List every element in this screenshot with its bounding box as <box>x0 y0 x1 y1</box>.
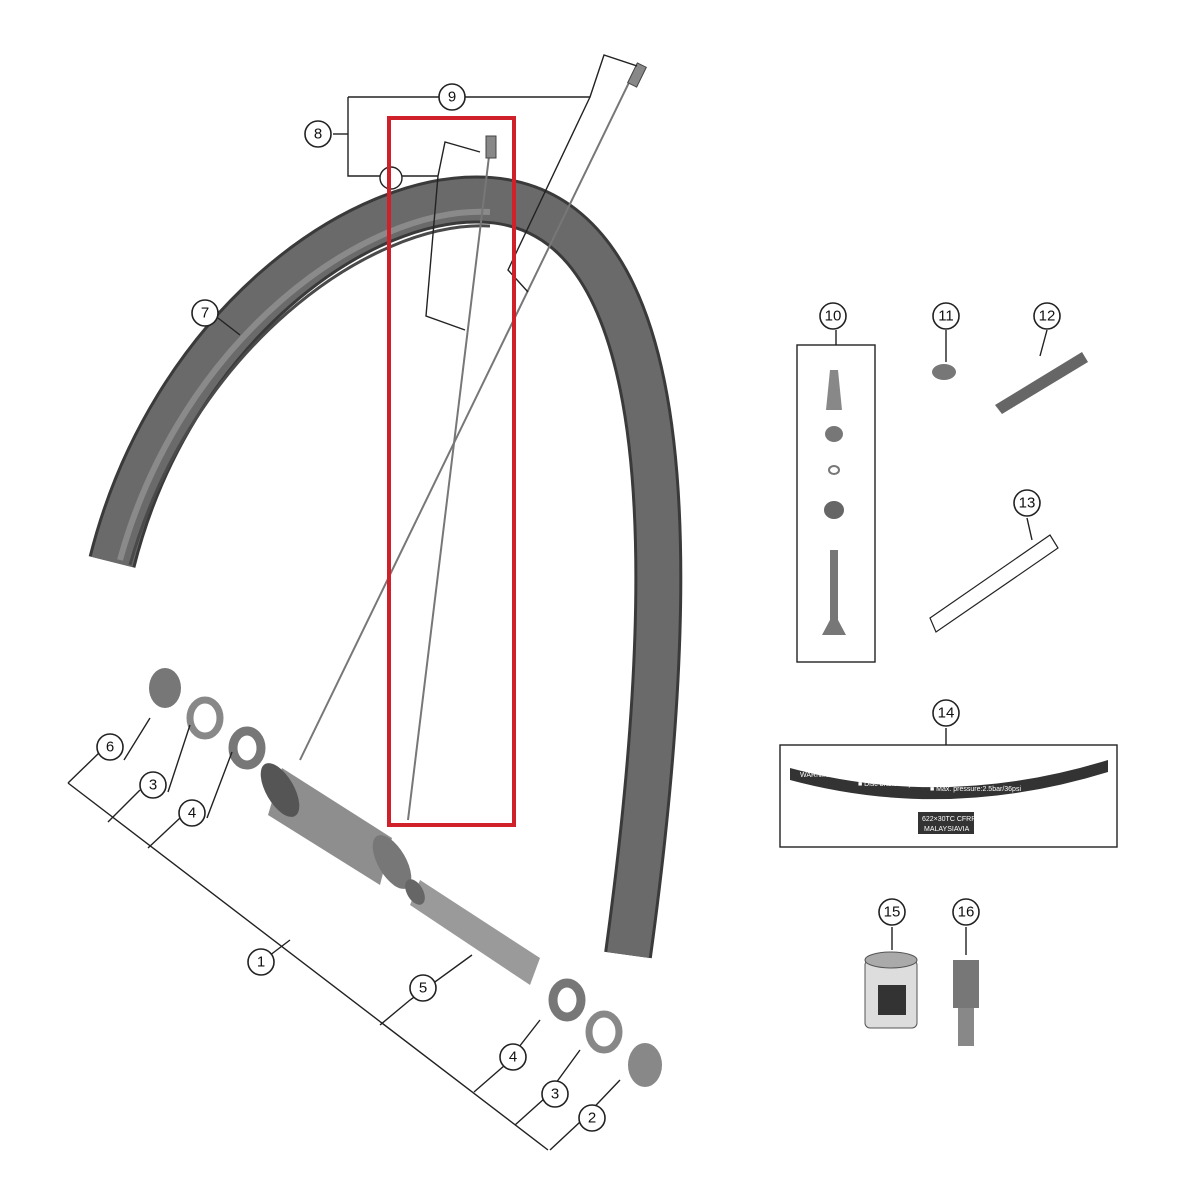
disc-brake-text: ■ Disc brake only! <box>858 781 914 788</box>
callout-5: 5 <box>409 974 437 1002</box>
svg-text:12: 12 <box>1039 308 1056 325</box>
rim-sticker: WARNING ■ Disc brake only! ■ Max. pressu… <box>779 728 1118 848</box>
svg-text:11: 11 <box>938 308 954 325</box>
callout-2: 2 <box>578 1104 606 1132</box>
svg-text:15: 15 <box>884 904 901 921</box>
svg-text:4: 4 <box>188 805 196 822</box>
callout-8: 8 <box>304 120 332 148</box>
brand-text: VIA <box>958 826 970 833</box>
svg-text:13: 13 <box>1019 495 1036 512</box>
nipple-part <box>932 364 956 380</box>
callout-3: 3 <box>139 771 167 799</box>
callout-11: 11 <box>932 302 960 330</box>
svg-text:14: 14 <box>938 705 955 722</box>
highlight-box <box>387 116 516 827</box>
spoke-wrench <box>995 352 1088 414</box>
size-text: 622×30TC CFRP <box>922 816 976 823</box>
callout-4b: 4 <box>499 1043 527 1071</box>
warning-text: WARNING <box>800 772 834 779</box>
bearings-washers <box>149 668 662 1087</box>
svg-text:2: 2 <box>588 1110 596 1127</box>
hub-tool <box>953 960 979 1046</box>
valve-parts <box>822 370 846 635</box>
callout-16: 16 <box>952 898 980 926</box>
svg-text:9: 9 <box>448 89 456 106</box>
svg-text:5: 5 <box>419 980 427 997</box>
hub-body <box>260 763 412 889</box>
svg-text:6: 6 <box>106 739 114 756</box>
callout-15: 15 <box>878 898 906 926</box>
callout-1: 1 <box>247 948 275 976</box>
svg-text:7: 7 <box>201 305 209 322</box>
callout-10: 10 <box>819 302 847 330</box>
spokes <box>299 62 647 821</box>
pressure-text: ■ Max. pressure:2.5bar/36psi <box>930 786 1021 793</box>
svg-text:4: 4 <box>509 1049 517 1066</box>
svg-text:1: 1 <box>257 954 265 971</box>
origin-text: MALAYSIA <box>924 826 959 833</box>
callout-4: 4 <box>178 799 206 827</box>
svg-text:3: 3 <box>149 777 157 794</box>
rim-tape <box>929 534 1059 633</box>
svg-text:16: 16 <box>958 904 975 921</box>
callout-12: 12 <box>1033 302 1061 330</box>
axle <box>405 879 540 985</box>
callout-7: 7 <box>191 299 219 327</box>
rim <box>88 175 683 959</box>
callout-6: 6 <box>96 733 124 761</box>
callout-3b: 3 <box>541 1080 569 1108</box>
grease-jar <box>864 951 918 1029</box>
svg-text:3: 3 <box>551 1086 559 1103</box>
callout-14: 14 <box>932 699 960 727</box>
callout-9: 9 <box>438 83 466 111</box>
svg-text:10: 10 <box>825 308 842 325</box>
svg-text:8: 8 <box>314 126 322 143</box>
callout-13: 13 <box>1013 489 1041 517</box>
